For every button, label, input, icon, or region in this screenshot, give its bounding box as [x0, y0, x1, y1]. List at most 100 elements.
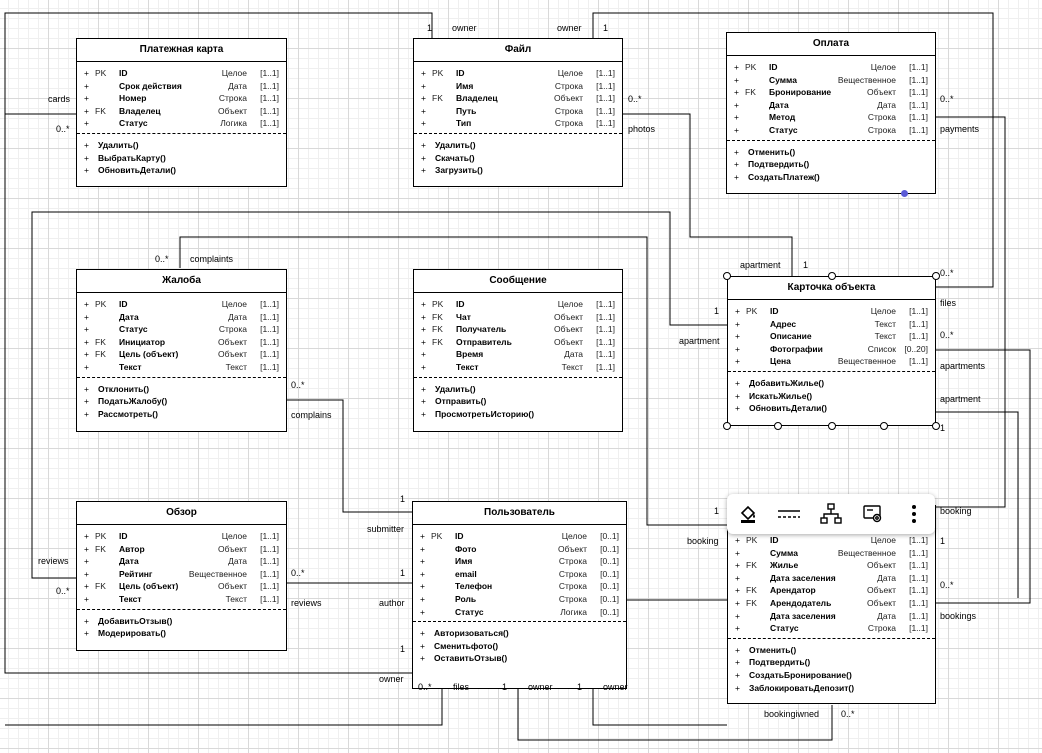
fill-color-icon[interactable]: [735, 501, 761, 527]
operation-row[interactable]: +ОбновитьДетали(): [733, 402, 930, 415]
operation-row[interactable]: +Отменить(): [732, 146, 930, 159]
operation-row[interactable]: +ЗаблокироватьДепозит(): [733, 682, 930, 695]
resize-handle[interactable]: [723, 422, 731, 430]
operation-row[interactable]: +ПодатьЖалобу(): [82, 395, 281, 408]
operation-row[interactable]: +ОбновитьДетали(): [82, 164, 281, 177]
operation-row[interactable]: +Отменить(): [733, 644, 930, 657]
operation-row[interactable]: +Скачать(): [419, 152, 617, 165]
operation-row[interactable]: +ВыбратьКарту(): [82, 152, 281, 165]
operation-row[interactable]: +Загрузить(): [419, 164, 617, 177]
operation-row[interactable]: +Удалить(): [419, 139, 617, 152]
operation-row[interactable]: +ДобавитьОтзыв(): [82, 615, 281, 628]
line-style-icon[interactable]: [776, 501, 802, 527]
operation-row[interactable]: +СоздатьПлатеж(): [732, 171, 930, 184]
resize-handle[interactable]: [828, 272, 836, 280]
connection-point[interactable]: [901, 190, 908, 197]
resize-handle[interactable]: [932, 422, 940, 430]
operation-row[interactable]: +ОставитьОтзыв(): [418, 652, 621, 665]
operation-row[interactable]: +ИскатьЖилье(): [733, 390, 930, 403]
operation-row[interactable]: +Модерировать(): [82, 627, 281, 640]
operation-row[interactable]: +СоздатьБронирование(): [733, 669, 930, 682]
edit-style-icon[interactable]: [860, 501, 886, 527]
operation-row[interactable]: +Отклонить(): [82, 383, 281, 396]
operation-row[interactable]: +Удалить(): [419, 383, 617, 396]
operation-row[interactable]: +ДобавитьЖилье(): [733, 377, 930, 390]
operation-row[interactable]: +Отправить(): [419, 395, 617, 408]
operation-row[interactable]: +Авторизоваться(): [418, 627, 621, 640]
layout-tree-icon[interactable]: [818, 501, 844, 527]
resize-handle[interactable]: [723, 272, 731, 280]
resize-handle[interactable]: [932, 272, 940, 280]
more-options-icon[interactable]: [901, 501, 927, 527]
operation-row[interactable]: +Подтвердить(): [732, 158, 930, 171]
operation-row[interactable]: +Подтвердить(): [733, 656, 930, 669]
resize-handle[interactable]: [774, 422, 782, 430]
operation-row[interactable]: +ПросмотретьИсторию(): [419, 408, 617, 421]
resize-handle[interactable]: [828, 422, 836, 430]
operation-row[interactable]: +Рассмотреть(): [82, 408, 281, 421]
operation-row[interactable]: +Сменитьфото(): [418, 640, 621, 653]
